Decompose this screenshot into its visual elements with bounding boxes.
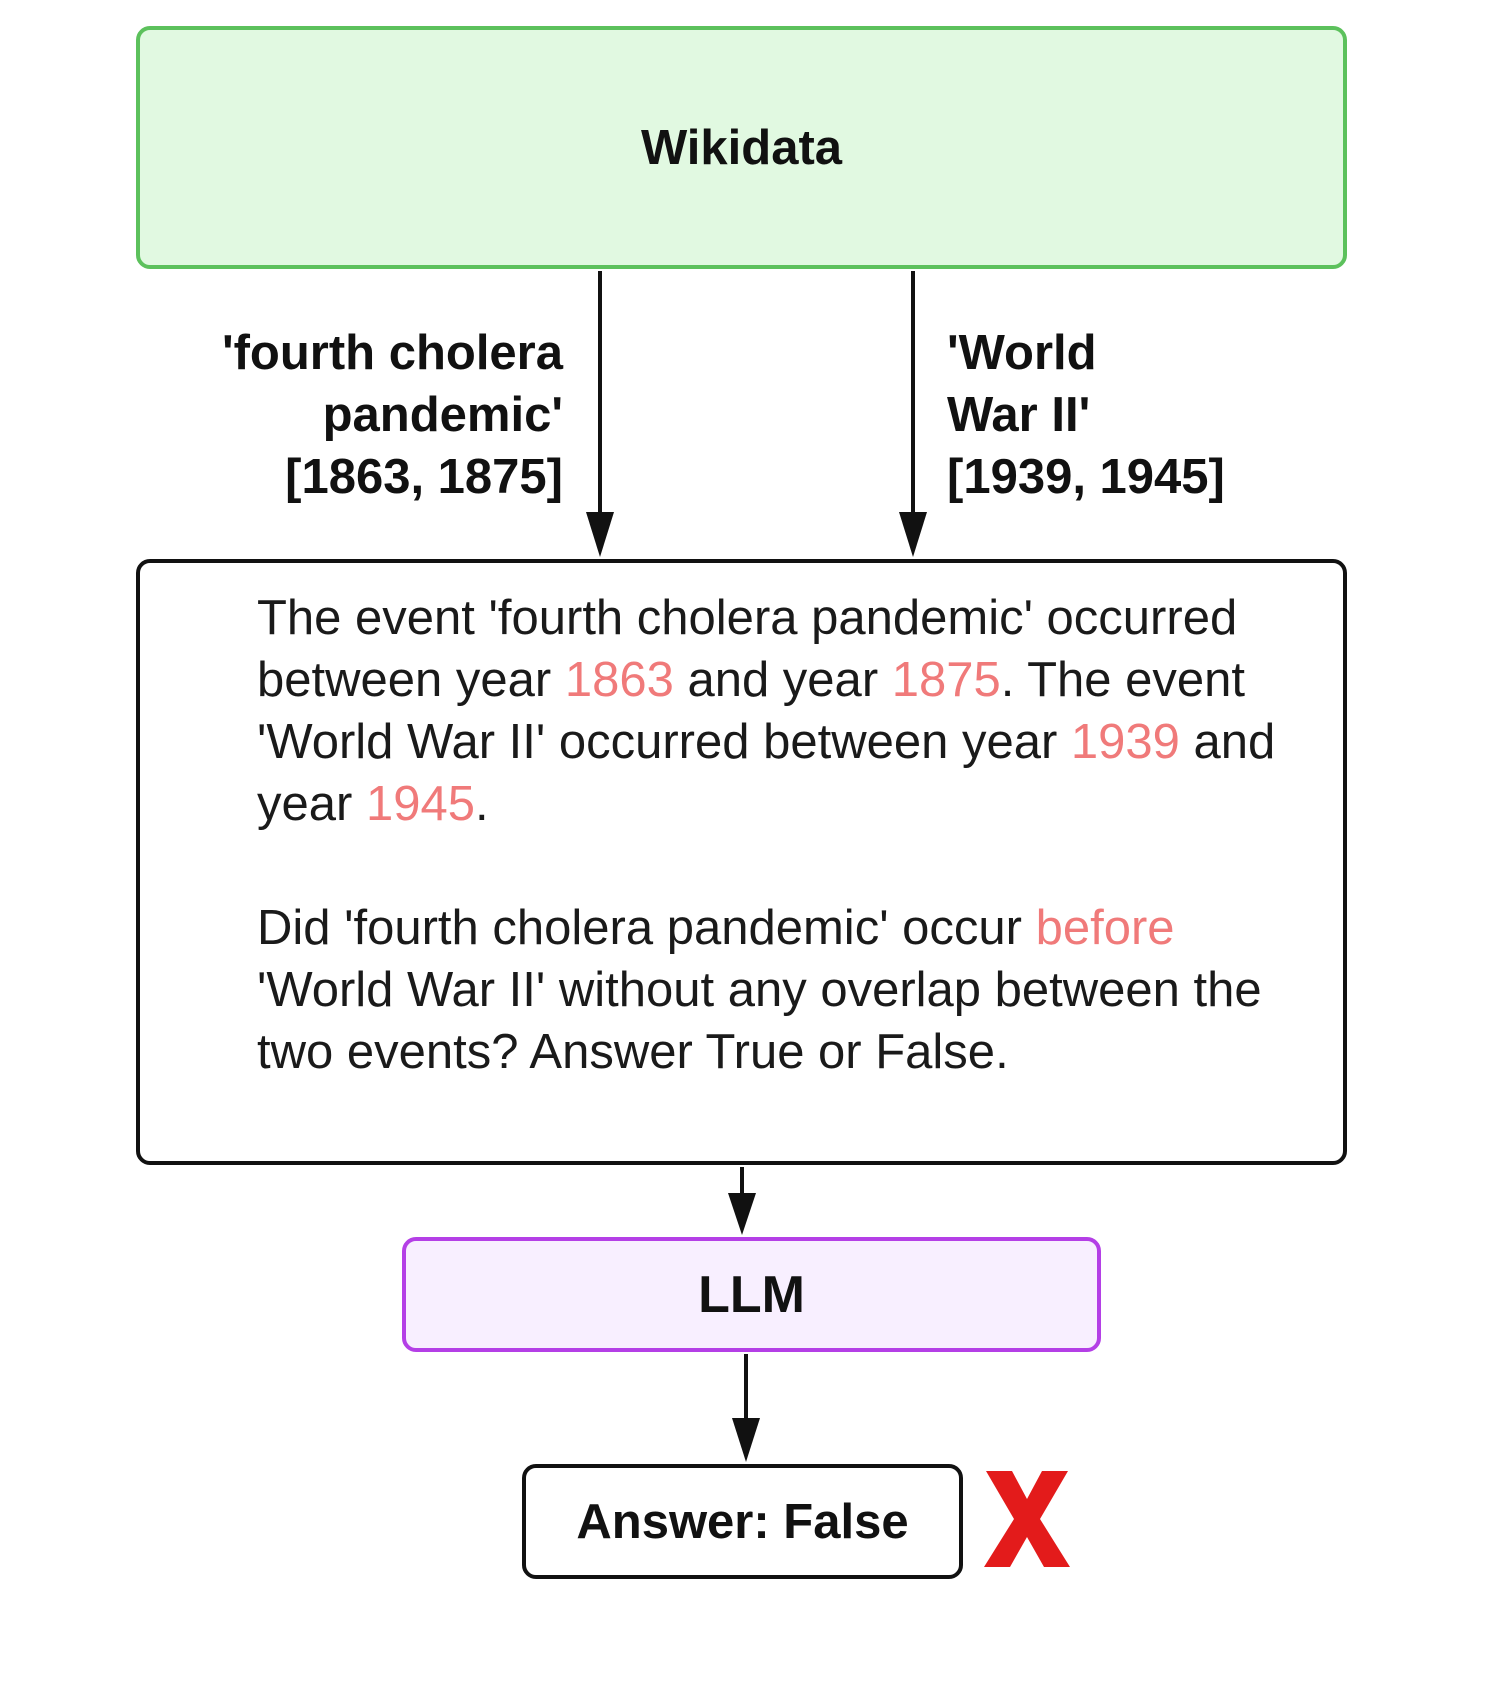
left-edge-line-3: [1863, 1875] [285, 450, 563, 504]
event2-start-year: 1939 [1070, 715, 1180, 769]
llm-label: LLM [698, 1265, 805, 1324]
arrow-wikidata-to-prompt-right [899, 271, 927, 557]
right-edge-line-3: [1939, 1945] [947, 450, 1225, 504]
right-edge-label: 'World War II' [1939, 1945] [947, 322, 1347, 508]
llm-box: LLM [402, 1237, 1101, 1352]
prompt-question-paragraph: Did 'fourth cholera pandemic' occur befo… [257, 897, 1297, 1083]
event1-start-year: 1863 [564, 653, 674, 707]
wikidata-source-box: Wikidata [136, 26, 1347, 269]
arrow-llm-to-answer [732, 1354, 760, 1462]
left-edge-line-1: 'fourth cholera [221, 326, 563, 380]
prompt-context-text: The event 'fourth cholera pandemic' occu… [257, 591, 1238, 707]
prompt-text: The event 'fourth cholera pandemic' occu… [257, 587, 1297, 1083]
prompt-context-text: . [474, 777, 489, 831]
prompt-context-text: and year [257, 715, 1276, 831]
prompt-box: The event 'fourth cholera pandemic' occu… [136, 559, 1347, 1165]
prompt-context-paragraph: The event 'fourth cholera pandemic' occu… [257, 587, 1297, 835]
right-edge-line-1: 'World [947, 326, 1097, 380]
red-x-icon [984, 1471, 1070, 1567]
left-edge-line-2: pandemic' [322, 388, 563, 442]
left-edge-label: 'fourth cholera pandemic' [1863, 1875] [150, 322, 563, 508]
event2-end-year: 1945 [365, 777, 475, 831]
prompt-question-text: 'World War II' without any overlap betwe… [257, 963, 1262, 1079]
prompt-question-text: Did 'fourth cholera pandemic' occur [257, 901, 1036, 955]
answer-box: Answer: False [522, 1464, 963, 1579]
arrow-prompt-to-llm [728, 1167, 756, 1235]
relation-keyword: before [1035, 901, 1175, 955]
right-edge-line-2: War II' [947, 388, 1091, 442]
answer-text: Answer: False [576, 1494, 909, 1549]
wikidata-title: Wikidata [640, 120, 843, 175]
prompt-context-text: . The event 'World War II' occurred betw… [257, 653, 1246, 769]
arrow-wikidata-to-prompt-left [586, 271, 614, 557]
prompt-context-text: and year [673, 653, 892, 707]
event1-end-year: 1875 [891, 653, 1001, 707]
